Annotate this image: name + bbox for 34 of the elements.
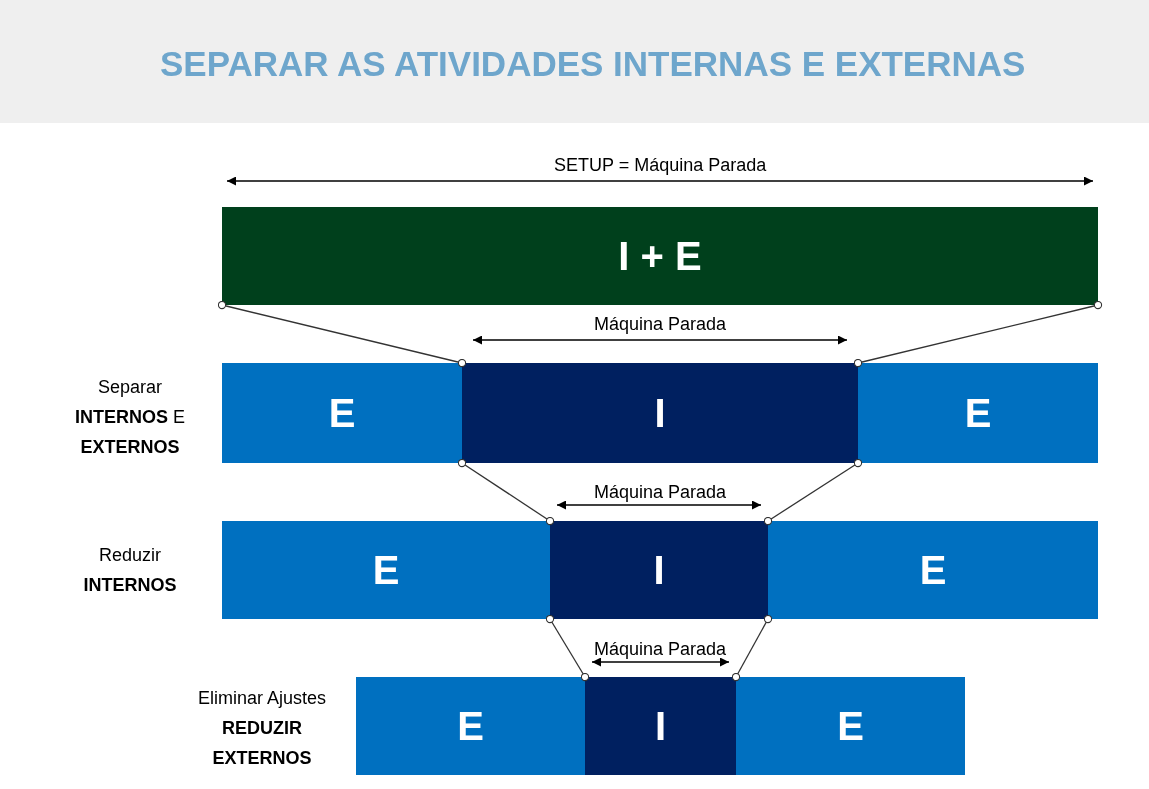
process-bar [736, 677, 965, 775]
connector-line [763, 458, 863, 526]
connector-line [457, 458, 555, 526]
process-bar [550, 521, 768, 619]
dimension-label: Máquina Parada [594, 639, 727, 660]
bar-label: E [837, 703, 864, 749]
process-bar [585, 677, 736, 775]
bar-label: I [653, 547, 665, 593]
connector-line [545, 614, 590, 682]
bar-label: I [654, 390, 666, 436]
process-bar [462, 363, 858, 463]
process-bar [222, 521, 550, 619]
bar-label: I + E [618, 233, 702, 279]
process-bar [222, 363, 462, 463]
process-bar [768, 521, 1098, 619]
connector-line [217, 300, 467, 368]
title: SEPARAR AS ATIVIDADES INTERNAS E EXTERNAS [160, 44, 1026, 84]
bar-label: E [457, 703, 484, 749]
process-bar [356, 677, 585, 775]
process-bar [858, 363, 1098, 463]
bar-label: E [372, 547, 400, 593]
row-label: Eliminar Ajustes REDUZIR EXTERNOS [196, 687, 328, 770]
row-label: Separar INTERNOS E EXTERNOS [74, 376, 186, 459]
dimension-label: SETUP = Máquina Parada [554, 155, 767, 176]
connector-line [731, 614, 773, 682]
process-bar [222, 207, 1098, 305]
connector-line [853, 300, 1103, 368]
bar-label: E [964, 390, 992, 436]
bar-label: E [919, 547, 947, 593]
dimension-label: Máquina Parada [594, 314, 727, 335]
bar-label: E [328, 390, 356, 436]
bar-label: I [654, 703, 667, 749]
row-label: Reduzir INTERNOS [82, 544, 178, 597]
dimension-label: Máquina Parada [594, 482, 727, 503]
